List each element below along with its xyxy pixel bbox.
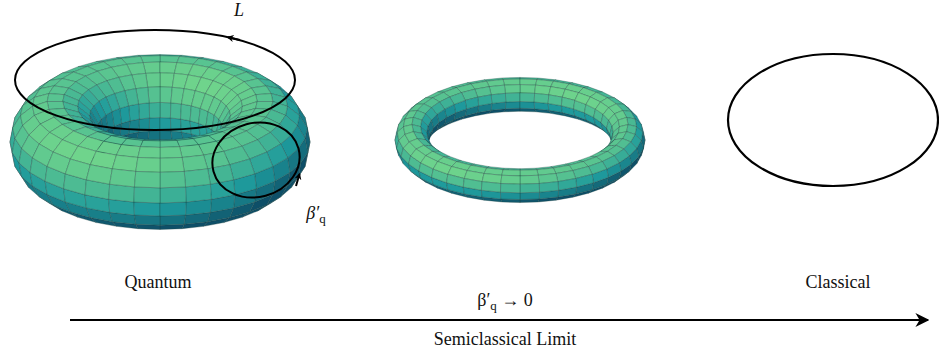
torus-facet [148,131,160,141]
limit-arrow [70,319,928,321]
torus-facet [140,56,160,63]
torus-facet [160,140,180,147]
torus-facet [160,171,186,187]
torus-facet [502,170,520,176]
torus-facet [139,103,150,119]
loop-beta [204,113,308,207]
torus-facet [230,159,255,180]
torus-facet [186,184,212,202]
loop-arrow [228,37,240,40]
torus-facet [112,155,138,171]
torus-facet [138,147,160,159]
loop-label: L [234,1,244,21]
torus-facet [134,171,160,187]
torus-facet [465,97,479,109]
torus-facet [160,131,172,141]
torus-facet [505,93,520,102]
torus-facet [520,85,536,94]
torus-facet [160,187,186,203]
torus-facet [500,192,520,199]
torus-facet [160,157,184,172]
torus-facet [256,94,273,102]
torus-facet [86,165,112,185]
torus-facet [208,165,234,185]
torus-facet [160,215,186,225]
torus-facet [136,157,160,172]
torus-facet [181,119,192,134]
thin-torus [395,77,645,202]
torus-facet [504,85,520,94]
torus-facet [478,95,492,106]
torus-facet [146,73,160,87]
torus-facet [160,147,182,159]
torus-facet [520,102,535,109]
torus-facet [160,102,171,118]
torus-facet [181,104,192,121]
torus-facet [170,103,181,119]
torus-facet [160,62,177,73]
torus-facet [534,93,549,103]
torus-facet [134,187,160,203]
torus-facet [134,215,160,225]
loop-label: β′q [306,204,325,224]
torus-facet [47,94,64,102]
torus-facet [182,155,208,171]
torus-facet [184,169,210,187]
torus-facet [149,102,160,118]
loop-arrow [296,174,300,186]
classical-loop [728,54,938,186]
torus-facet [481,182,500,193]
torus-facet [500,184,520,193]
torus-facet [503,79,520,85]
torus-facet [129,104,140,121]
torus-facet [140,140,160,147]
regime-label: Quantum [125,273,192,293]
torus-facet [520,184,540,193]
torus-facet [129,119,140,134]
torus-facet [110,169,136,187]
torus-facet [520,175,539,184]
torus-facet [548,95,562,106]
torus-facet [576,174,594,187]
torus-facet [148,87,160,103]
torus-facet [463,179,482,191]
torus-facet [491,93,506,103]
torus-facet [143,62,160,73]
torus-facet [539,182,558,193]
torus-facet [520,170,538,176]
torus-facet [160,73,174,87]
torus-facet [160,56,180,63]
regime-label: Classical [806,273,871,293]
torus-facet [65,159,90,180]
torus-facet [520,93,535,102]
torus-facet [558,179,577,191]
torus-facet [149,118,160,131]
torus-facet [160,202,186,216]
axis-label: Semiclassical Limit [434,330,576,350]
torus-facet [520,79,537,85]
torus-facet [561,97,575,109]
torus-facet [520,192,540,199]
torus-facet [160,87,172,103]
torus-facet [134,202,160,216]
limit-label: β′q → 0 [477,291,533,311]
loop-l [15,30,295,130]
torus-facet [109,184,135,202]
torus-facet [505,102,520,109]
quantum-torus [10,55,310,230]
torus-facet [447,174,465,187]
torus-facet [501,175,520,184]
